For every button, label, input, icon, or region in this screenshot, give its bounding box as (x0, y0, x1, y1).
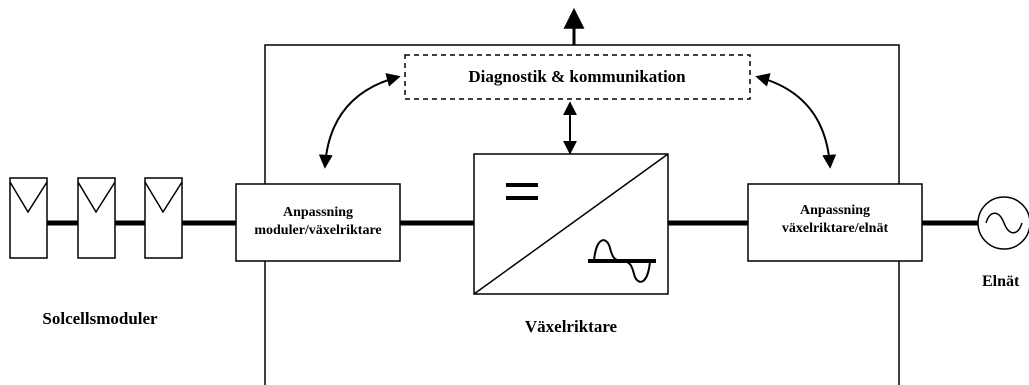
module-inverter-adapter-box (235, 183, 401, 262)
solar-module-2 (77, 177, 116, 259)
solar-module-3 (144, 177, 183, 259)
diagnostics-label: Diagnostik & kommunikation (468, 67, 686, 86)
adapter-right-line1: Anpassning (800, 203, 870, 218)
adapter-left-line1: Anpassning (283, 205, 353, 220)
solar-module-1 (9, 177, 48, 259)
diagnostics-box (404, 54, 751, 100)
inverter-box (473, 153, 669, 295)
inverter-grid-adapter-box (747, 183, 923, 262)
grid-label: Elnät (982, 273, 1020, 290)
adapter-left-line2: moduler/växelriktare (254, 223, 381, 238)
diagnostics-left-adapter-arrow (318, 73, 401, 169)
inverter-label: Växelriktare (525, 317, 618, 336)
solar-modules-label: Solcellsmoduler (42, 309, 158, 328)
diagnostics-right-adapter-arrow (755, 73, 837, 169)
grid-symbol (977, 196, 1029, 250)
adapter-right-line2: växelriktare/elnät (782, 221, 889, 236)
